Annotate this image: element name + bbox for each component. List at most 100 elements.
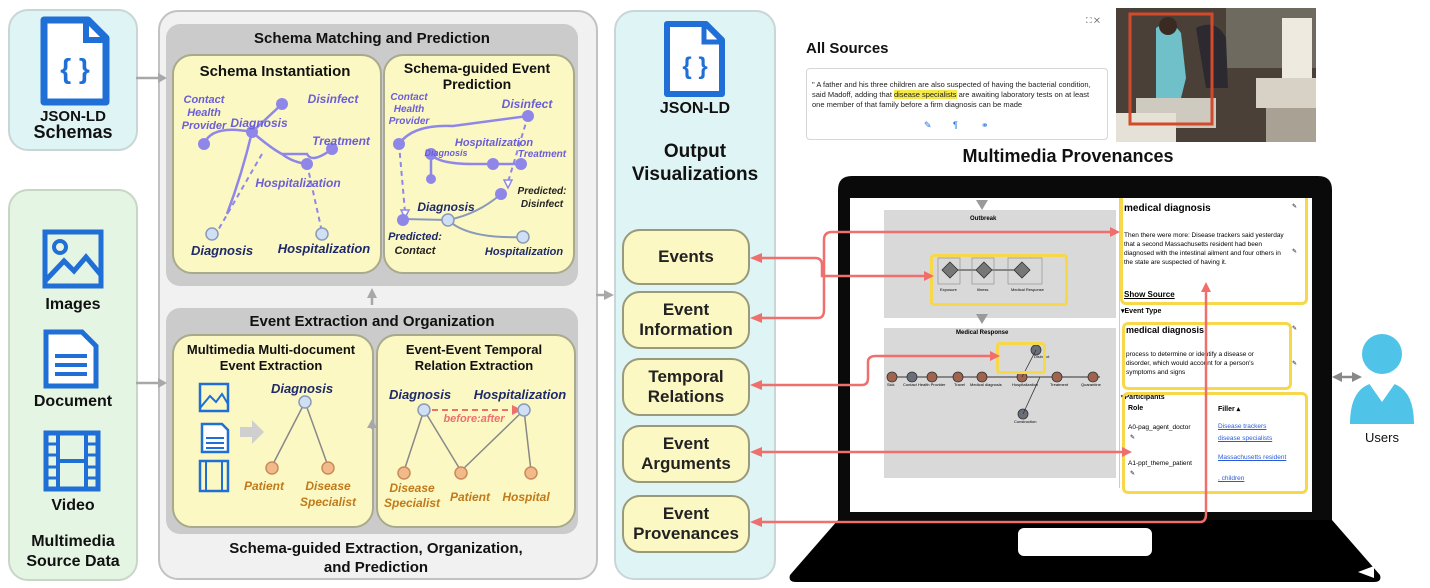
screen-node-top-2: Medical Response <box>1011 287 1044 292</box>
event-extraction-title: Event Extraction and Organization <box>249 313 495 330</box>
output-json-file-icon: { } <box>664 21 725 97</box>
screen-node-bottom-1: Contact Health Provider <box>903 382 946 387</box>
multimedia-provenances-title: Multimedia Provenances <box>962 146 1174 166</box>
json-file-icon: { } <box>40 16 110 106</box>
temporal-extraction-box <box>376 334 576 528</box>
temp-specialist-2: Specialist <box>383 496 441 510</box>
events-highlight <box>930 254 1068 306</box>
output-arguments-line1: Event <box>662 434 710 453</box>
paragraph-icon[interactable]: ¶ <box>953 120 958 130</box>
event-type-header[interactable]: ▾Event Type <box>1121 308 1162 315</box>
temp-before-after: before:after <box>443 413 505 425</box>
type-text-edit-icon[interactable]: ✎ <box>1292 361 1298 367</box>
type-title: medical diagnosis <box>1126 325 1205 335</box>
temporal-title-1: Event-Event Temporal <box>405 342 543 357</box>
source-quote-box <box>806 68 1108 140</box>
show-source-link[interactable]: Show Source <box>1124 290 1175 299</box>
participants-highlight <box>1122 392 1308 494</box>
role-a1-edit-icon[interactable]: ✎ <box>1130 471 1136 477</box>
mm-title-1: Multimedia Multi-document <box>186 342 356 357</box>
output-info-line1: Event <box>662 300 710 319</box>
type-title-edit-icon[interactable]: ✎ <box>1292 326 1298 332</box>
temp-specialist-1: Disease <box>389 481 435 495</box>
mm-patient: Patient <box>243 479 284 493</box>
pred-predicted-contact-2: Contact <box>394 245 436 257</box>
filler-header[interactable]: Filler ▴ <box>1218 406 1241 413</box>
video-icon <box>43 430 101 492</box>
output-temporal-line1: Temporal <box>648 367 724 386</box>
inst-bottom-hospitalization: Hospitalization <box>277 241 371 256</box>
role-header: Role <box>1128 405 1144 412</box>
pred-diagnosis-small: Diagnosis <box>424 148 468 158</box>
link-icon[interactable]: ⚭ <box>981 120 989 130</box>
schemas-label-1: JSON-LD <box>40 108 106 125</box>
schema-instantiation-title: Schema Instantiation <box>199 63 351 80</box>
temporal-title-2: Relation Extraction <box>414 358 534 373</box>
filler-a1-0[interactable]: Massachusetts resident <box>1218 454 1287 461</box>
outbreak-panel <box>884 210 1116 318</box>
inst-hospitalization: Hospitalization <box>255 176 341 190</box>
quote-pre: " A father and his three children are al… <box>812 80 1091 99</box>
mm-extraction-graph <box>198 382 335 493</box>
role-a0-edit-icon[interactable]: ✎ <box>1130 435 1136 441</box>
pred-predicted-contact-1: Predicted: <box>388 231 442 243</box>
output-provenances-line1: Event <box>662 504 710 523</box>
inst-bottom-diagnosis: Diagnosis <box>190 243 254 258</box>
info-title: medical diagnosis <box>1124 203 1211 214</box>
users-label: Users <box>1365 430 1399 445</box>
filler-a0-0[interactable]: Disease trackers <box>1218 423 1267 430</box>
document-label: Document <box>33 393 113 410</box>
info-title-edit-icon[interactable]: ✎ <box>1292 204 1298 210</box>
output-events[interactable]: Events <box>622 229 750 285</box>
participants-header[interactable]: ▾Participants <box>1121 394 1165 401</box>
source-label-1: Multimedia <box>31 533 115 550</box>
screen-node-bottom-6: Quarantine <box>1081 382 1101 387</box>
footer-title-1: Schema-guided Extraction, Organization, <box>229 540 523 557</box>
output-events-line1: Events <box>658 247 714 266</box>
image-icon <box>42 229 104 289</box>
pred-predicted-disinfect-2: Disinfect <box>520 199 564 210</box>
outbreak-label: Outbreak <box>970 216 997 222</box>
pred-predicted-disinfect-1: Predicted: <box>517 186 567 197</box>
screen-node-construction: Construction <box>1014 419 1037 424</box>
screen-node-top-0: Exposure <box>940 287 957 292</box>
filler-a0-1[interactable]: disease specialists <box>1218 435 1273 442</box>
pred-disinfect: Disinfect <box>501 97 553 111</box>
pred-contact: Contact Health Provider <box>388 92 430 127</box>
svg-text:{ }: { } <box>682 53 707 80</box>
mm-specialist-2: Specialist <box>299 495 357 509</box>
info-divider <box>1119 198 1120 488</box>
schemas-label-2: Schemas <box>33 122 113 142</box>
schema-matching-title: Schema Matching and Prediction <box>254 30 490 47</box>
output-provenances-line2: Provenances <box>633 524 739 543</box>
source-quote: " A father and his three children are al… <box>812 80 1102 110</box>
schema-prediction-title-1: Schema-guided Event <box>403 60 551 76</box>
pred-hospitalization: Hospitalization <box>454 137 534 149</box>
info-text-edit-icon[interactable]: ✎ <box>1292 249 1298 255</box>
screen-node-top-1: Illness <box>977 287 989 292</box>
output-info-line2: Information <box>639 320 733 339</box>
schema-prediction-title-2: Prediction <box>442 76 512 92</box>
output-title-1: Output <box>663 141 727 162</box>
role-a1: A1-ppt_theme_patient <box>1128 460 1192 467</box>
edit-icon[interactable]: ✎ <box>924 120 932 130</box>
filler-a1-1[interactable]: , children <box>1218 475 1245 482</box>
type-text: process to determine or identify a disea… <box>1126 351 1254 376</box>
temporal-graph <box>397 403 538 480</box>
inst-diagnosis: Diagnosis <box>230 116 288 130</box>
svg-text:{ }: { } <box>60 53 90 84</box>
temp-patient: Patient <box>449 490 490 504</box>
prediction-graph <box>393 110 534 244</box>
screen-node-bottom-3: Medical diagnosis <box>970 382 1002 387</box>
user-icon <box>1350 334 1414 424</box>
screen-node-bottom-5: Treatment <box>1050 382 1069 387</box>
quote-post: are awaiting laboratory tests on at leas… <box>812 90 1090 109</box>
mm-title-2: Event Extraction <box>219 358 323 373</box>
screen-node-bottom-4: Hospitalization <box>1012 382 1039 387</box>
info-text: Then there were more: Disease trackers s… <box>1124 232 1284 266</box>
